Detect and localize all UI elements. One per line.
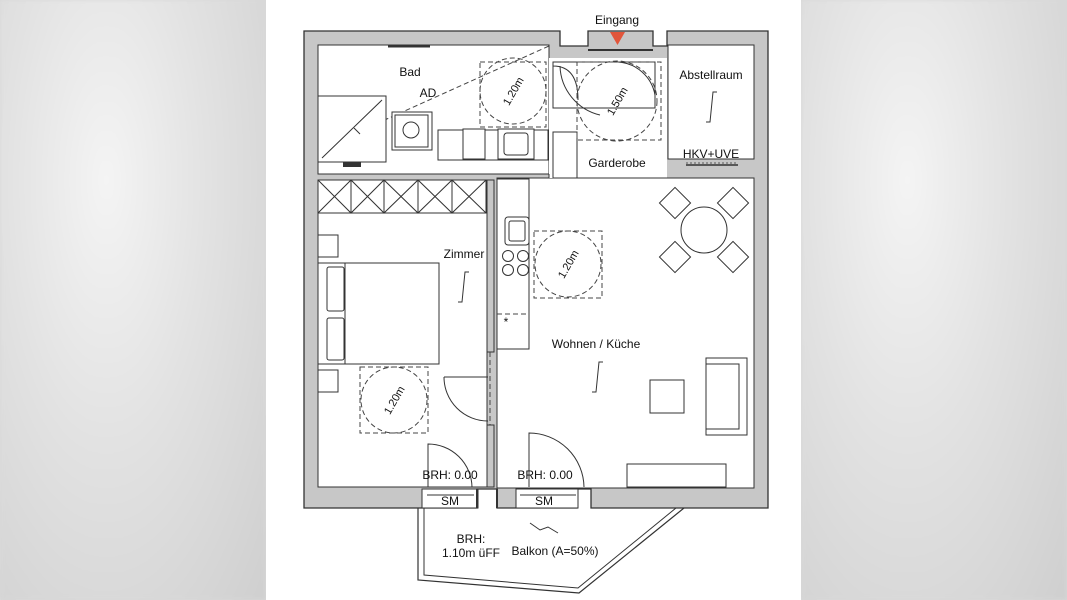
stair-arrow-living-icon — [592, 361, 603, 393]
entrance-marker-icon — [610, 32, 625, 45]
label-balcony-brh-2: 1.10m üFF — [442, 546, 500, 560]
sofa — [705, 357, 748, 436]
stair-arrow-bedroom-icon — [458, 271, 469, 303]
living-furniture — [592, 186, 750, 488]
balcony-doors — [421, 432, 585, 509]
label-brh-left: BRH: 0.00 — [422, 468, 478, 482]
label-balcony: Balkon (A=50%) — [511, 544, 598, 558]
bath-fixtures: 1.20m — [317, 44, 550, 167]
label-balcony-brh-1: BRH: — [457, 532, 486, 546]
label-entrance: Eingang — [595, 13, 639, 27]
balcony-slope-icon — [529, 522, 559, 534]
label-storage: Abstellraum — [679, 68, 742, 82]
stair-arrow-icon — [706, 91, 717, 123]
label-bedroom: Zimmer — [444, 247, 485, 261]
partition — [443, 179, 495, 488]
turning-circle-entry — [576, 60, 658, 142]
sink — [504, 216, 530, 246]
label-brh-right: BRH: 0.00 — [517, 468, 573, 482]
label-storage-tech: HKV+UVE — [683, 147, 739, 161]
background-blur-left — [0, 0, 266, 600]
label-living-kitchen: Wohnen / Küche — [552, 337, 641, 351]
wardrobe-closet — [317, 179, 487, 214]
label-wardrobe: Garderobe — [588, 156, 646, 170]
label-sm-right: SM — [535, 494, 553, 508]
nightstand-top — [317, 234, 339, 258]
label-sm-left: SM — [441, 494, 459, 508]
label-bath-ad: AD — [420, 86, 437, 100]
sideboard — [626, 463, 727, 488]
nightstand-bottom — [317, 369, 339, 393]
storage-floor — [667, 44, 755, 160]
floor-plan: Eingang 1.20m Bad AD 1.50m Garderobe Abs — [303, 13, 769, 594]
label-star: * — [504, 315, 509, 329]
label-bath: Bad — [399, 65, 420, 79]
bedroom-furniture: 1.20m — [317, 179, 487, 434]
hob-burner — [502, 250, 514, 262]
washing-machine — [391, 111, 433, 151]
turning-circle-bath — [479, 57, 547, 125]
dining-table — [680, 206, 728, 254]
background-blur-right — [801, 0, 1067, 600]
coffee-table — [649, 379, 685, 414]
balcony — [417, 507, 685, 594]
